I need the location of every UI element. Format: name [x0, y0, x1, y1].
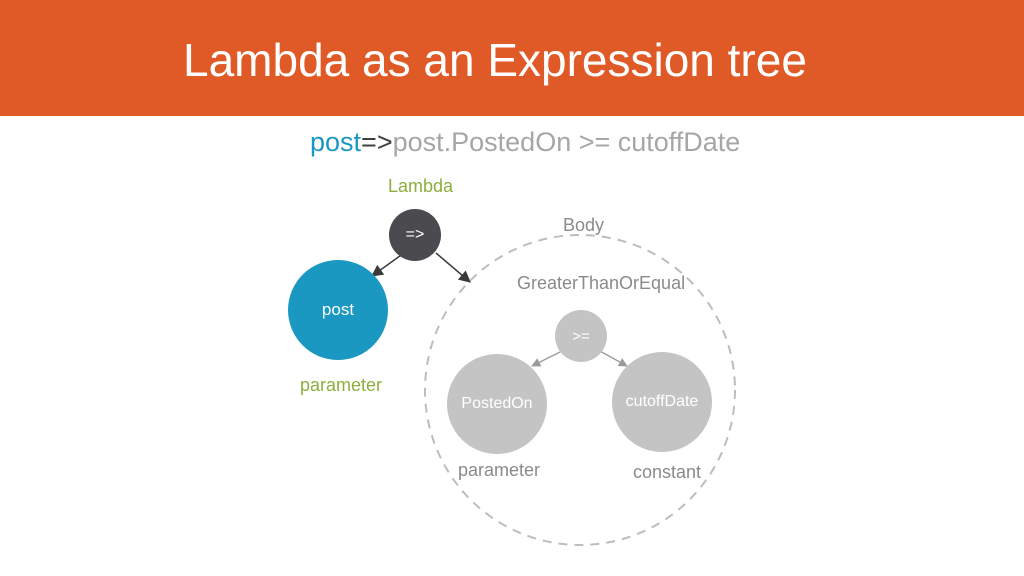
compare-node: >=: [555, 310, 607, 362]
lambda-label: Lambda: [388, 176, 454, 196]
posted-on-role-label: parameter: [458, 460, 541, 480]
title-banner: Lambda as an Expression tree: [0, 0, 1024, 116]
posted-on-node-label: PostedOn: [461, 395, 533, 412]
posted-on-node: PostedOn: [447, 354, 547, 454]
slide-title: Lambda as an Expression tree: [183, 34, 807, 86]
expression-body: post.PostedOn >= cutoffDate: [392, 127, 741, 157]
greater-than-or-equal-label: GreaterThanOrEqual: [517, 273, 686, 293]
lambda-node-label: =>: [405, 226, 425, 243]
parameter-node-label: post: [321, 300, 355, 319]
cutoff-date-role-label: constant: [633, 462, 702, 482]
cutoff-date-node: cutoffDate: [612, 352, 712, 452]
compare-node-label: >=: [572, 327, 590, 345]
edge-compare-to-right: [597, 349, 628, 367]
edge-lambda-to-param: [371, 252, 405, 277]
edge-lambda-to-body: [435, 252, 471, 283]
expression-arrow: =>: [361, 127, 393, 157]
body-label: Body: [563, 215, 605, 235]
param-role-label: parameter: [300, 375, 383, 395]
body-boundary: [424, 234, 736, 546]
lambda-node: =>: [389, 209, 441, 261]
cutoff-date-node-label: cutoffDate: [625, 393, 699, 410]
expression-parameter: post: [310, 127, 362, 157]
parameter-node: post: [288, 260, 388, 360]
edge-compare-to-left: [531, 349, 565, 367]
lambda-expression: post=>post.PostedOn >= cutoffDate: [310, 126, 740, 158]
